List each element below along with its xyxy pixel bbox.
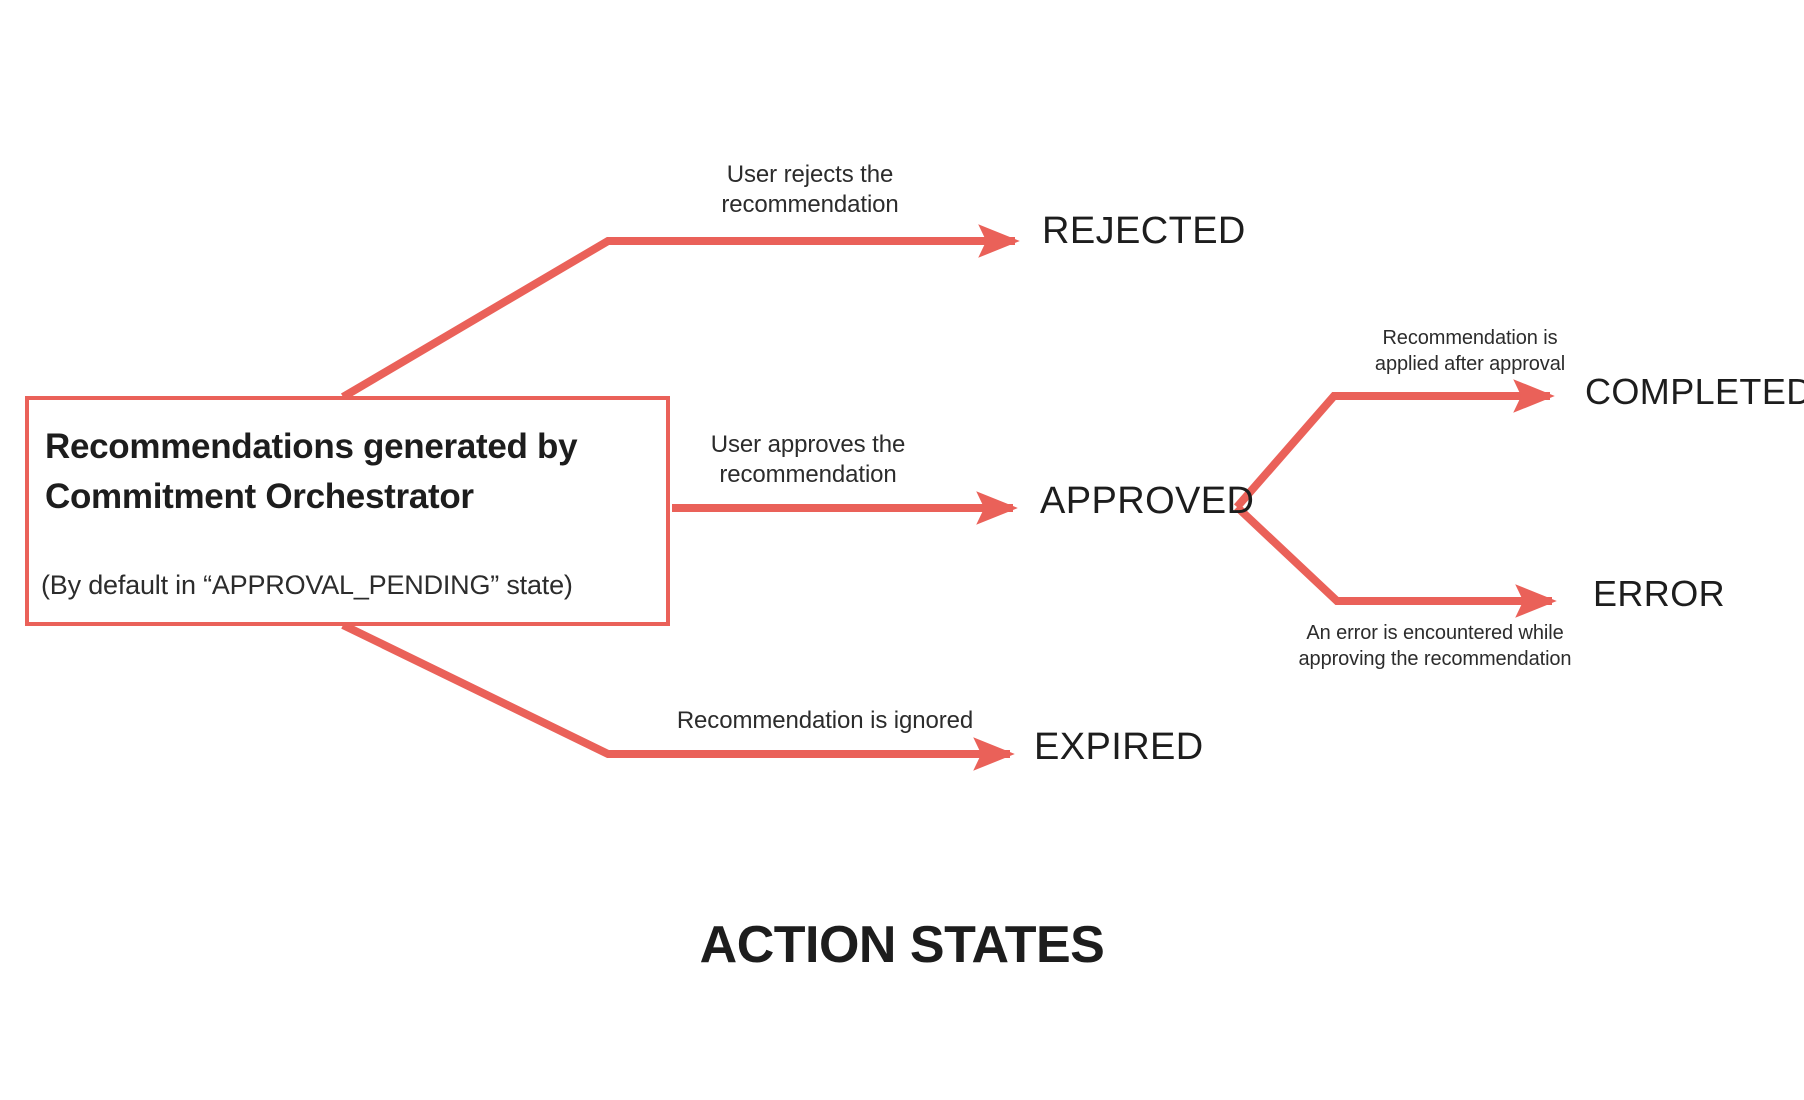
diagram-heading: ACTION STATES — [699, 916, 1105, 974]
edge-label-to-approved: User approves the recommendation — [710, 431, 906, 489]
state-node-approved: APPROVED — [1040, 480, 1255, 522]
source-node: Recommendations generated by Commitment … — [25, 396, 670, 626]
edge-label-to-rejected: User rejects the recommendation — [721, 161, 899, 219]
edge-to-rejected — [340, 224, 1020, 401]
source-node-subtitle: (By default in “APPROVAL_PENDING” state) — [41, 570, 573, 600]
edge-to-completed — [1233, 379, 1555, 510]
state-node-completed: COMPLETED — [1585, 371, 1804, 412]
edge-label-to-expired: Recommendation is ignored — [676, 707, 974, 734]
state-node-rejected: REJECTED — [1042, 210, 1246, 252]
edge-to-error — [1234, 504, 1557, 618]
edge-label-to-completed: Recommendation is applied after approval — [1374, 327, 1566, 375]
source-node-title: Recommendations generated by Commitment … — [45, 427, 578, 516]
state-node-expired: EXPIRED — [1034, 726, 1204, 768]
state-node-error: ERROR — [1593, 573, 1726, 614]
edge-label-to-error: An error is encountered while approving … — [1298, 622, 1572, 670]
